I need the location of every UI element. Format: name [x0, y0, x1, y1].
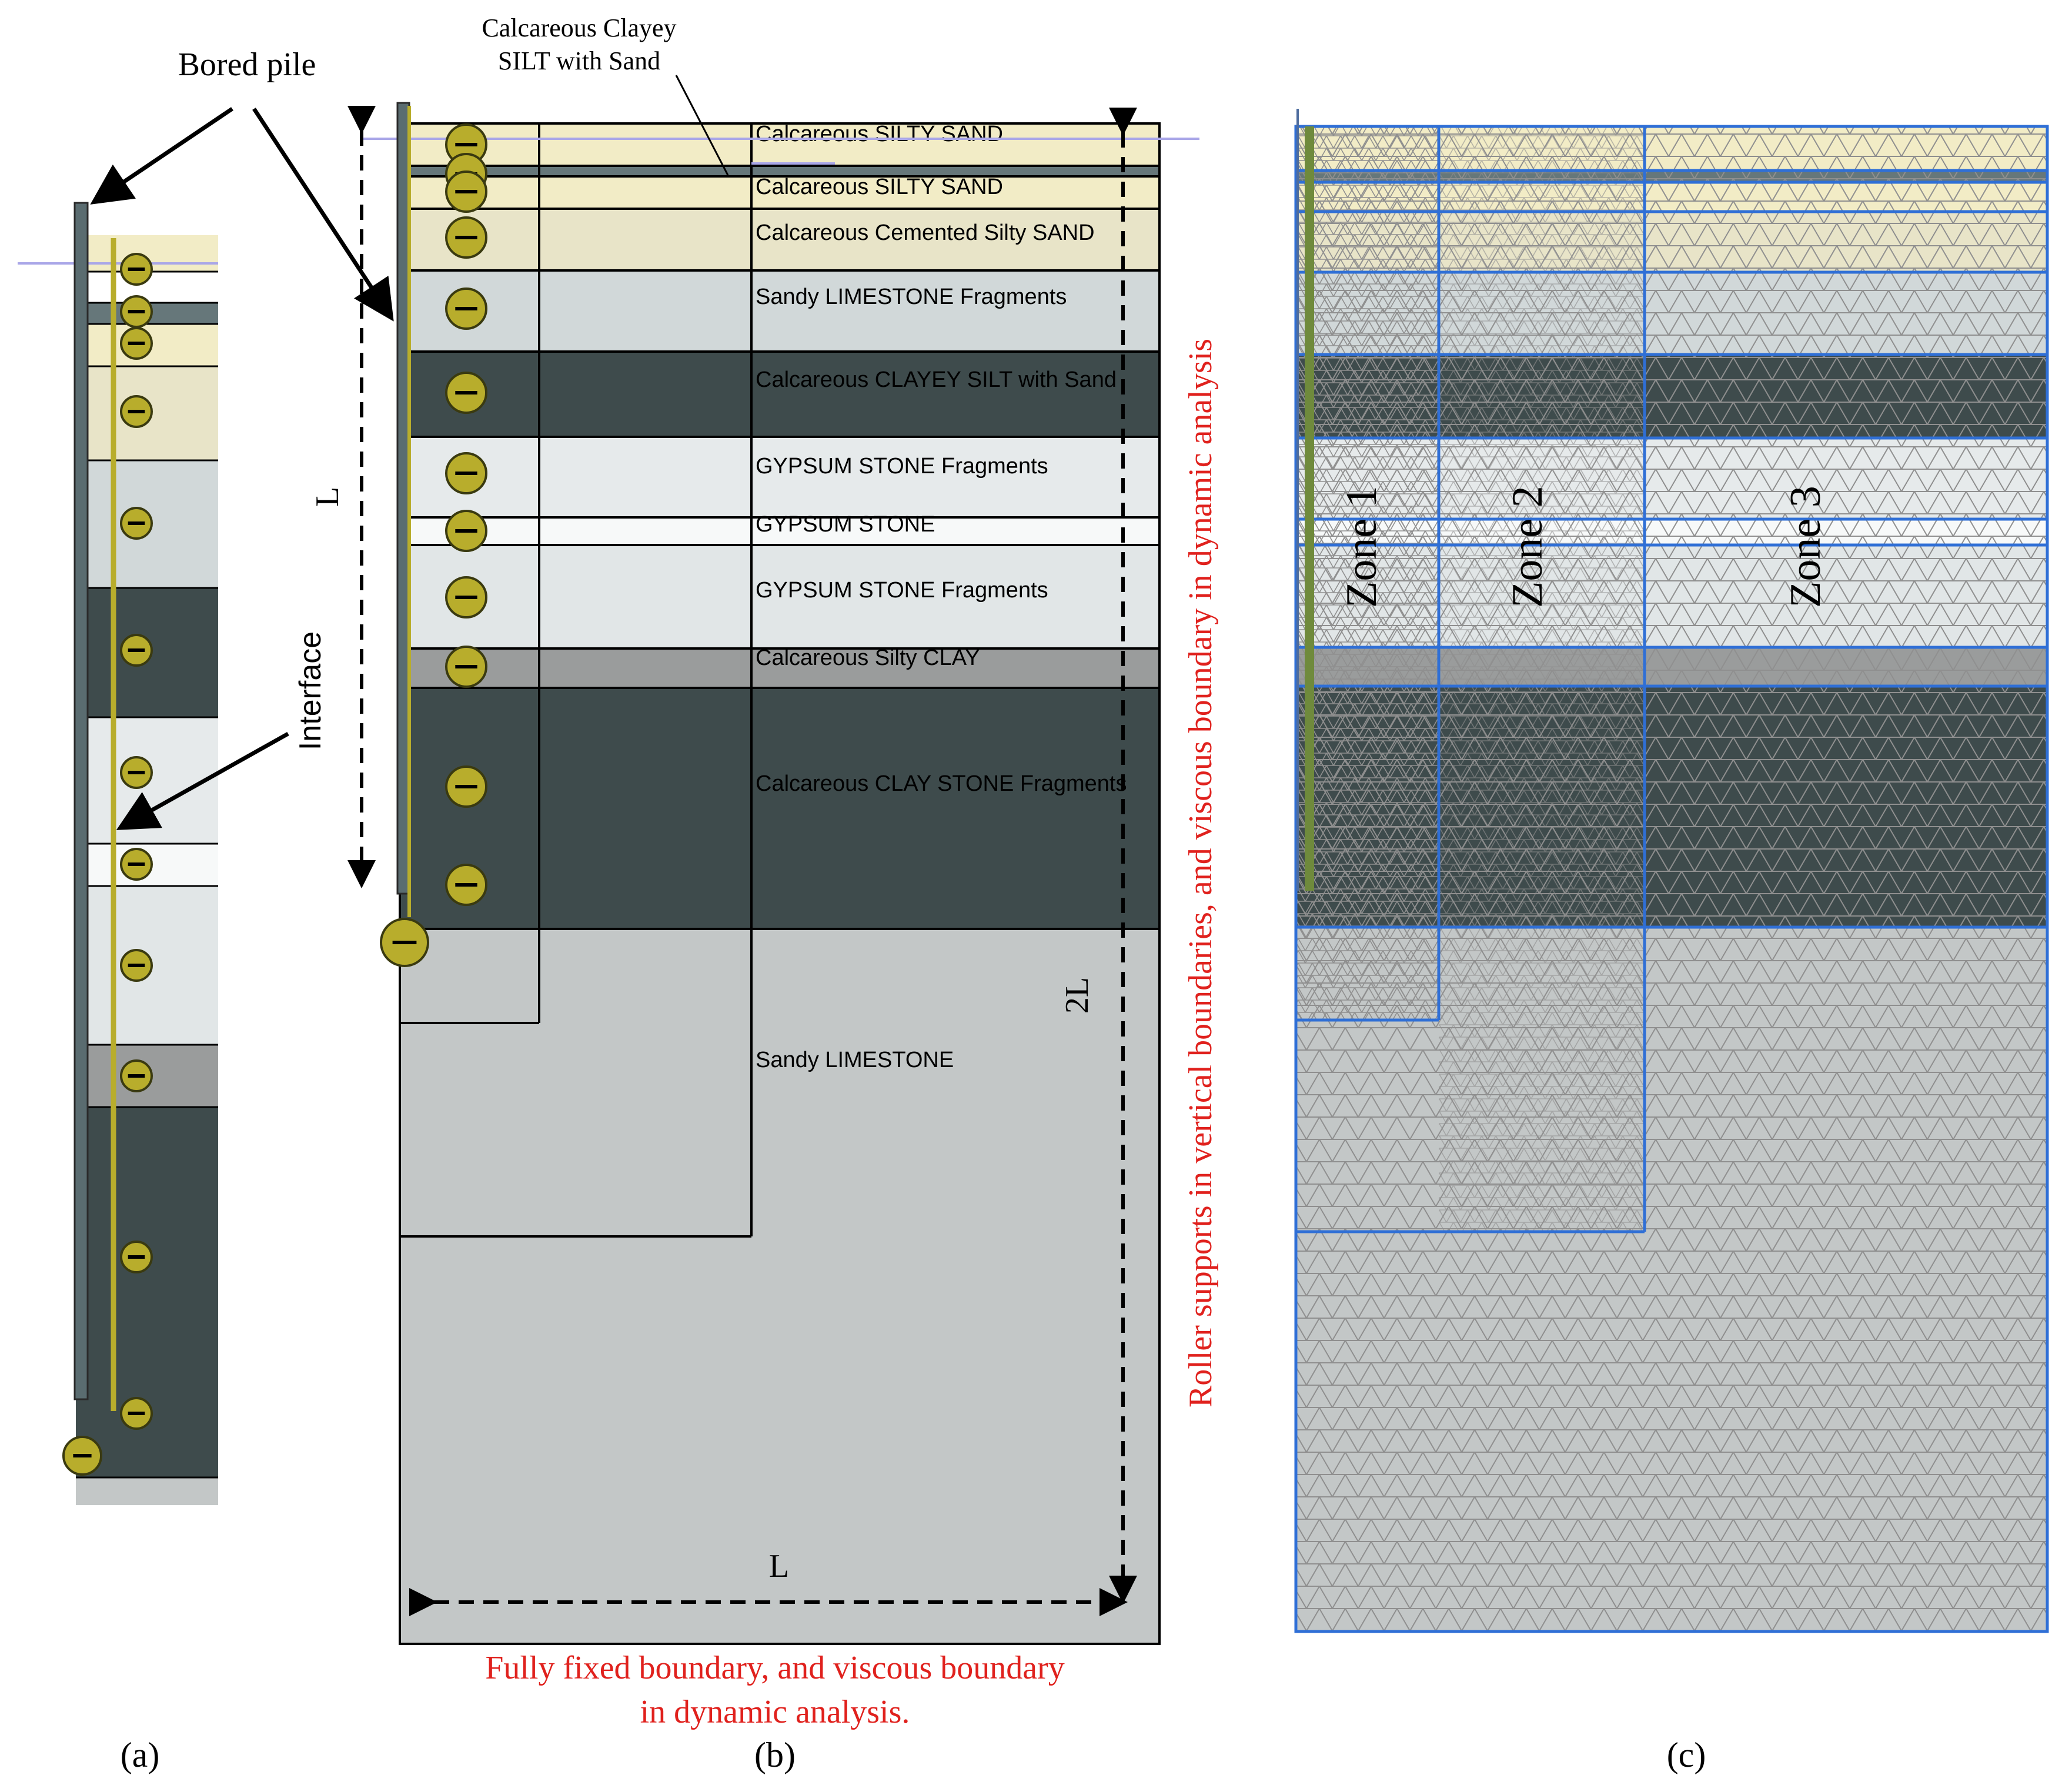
- layer-a-limestone: [76, 1477, 218, 1505]
- clayey-silt-note-line-1: Calcareous Clayey: [482, 14, 676, 42]
- bottom-boundary-note-line-2: in dynamic analysis.: [640, 1694, 910, 1730]
- panel-label-b: (b): [754, 1736, 796, 1774]
- anchors-a: [62, 253, 153, 1476]
- layer-b-label-2: Calcareous SILTY SAND: [756, 175, 1003, 199]
- mesh-overlay-zone-1: [1296, 126, 1439, 1020]
- layer-b-2: [399, 175, 1161, 210]
- refinement-boxes-b: [400, 123, 753, 1238]
- zone-3-label: Zone 3: [1782, 486, 1830, 608]
- layer-b-label-6: GYPSUM STONE Fragments: [756, 454, 1048, 479]
- bored-pile-a: [73, 202, 89, 1400]
- layer-b-10: [399, 687, 1161, 930]
- pile-length-label: L: [309, 487, 346, 507]
- panel-label-c: (c): [1667, 1736, 1706, 1774]
- layer-b-label-7: GYPSUM STONE: [756, 512, 935, 537]
- clayey-silt-note-line-2: SILT with Sand: [498, 46, 660, 75]
- panel-a-pile-closeup: [18, 202, 218, 1505]
- model-width-label: L: [769, 1548, 789, 1584]
- bored-pile-label: Bored pile: [178, 46, 316, 83]
- layer-b-label-11: Sandy LIMESTONE: [756, 1048, 954, 1072]
- layer-b-9: [399, 647, 1161, 689]
- mesh-overlay-zone-2: [1439, 126, 1645, 1232]
- layer-b-8: [399, 544, 1161, 650]
- bored-pile-arrow-a: [90, 107, 233, 205]
- zone-1-label: Zone 1: [1338, 486, 1386, 608]
- layer-b-label-3: Calcareous Cemented Silty SAND: [756, 220, 1095, 245]
- layer-b-11: [399, 928, 1161, 1645]
- layer-b-label-8: GYPSUM STONE Fragments: [756, 578, 1048, 603]
- layer-b-4: [399, 269, 1161, 353]
- bored-pile-c: [1305, 126, 1314, 891]
- anchors-b: [380, 123, 487, 967]
- layers-b: Calcareous SILTY SAND Calcareous SILTY SA…: [399, 122, 1161, 1645]
- layer-b-label-5: Calcareous CLAYEY SILT with Sand: [756, 367, 1117, 392]
- layer-b-label-10: Calcareous CLAY STONE Fragments: [756, 771, 1127, 796]
- zone-borders: [1294, 125, 2049, 1633]
- side-boundary-note: Roller supports in vertical boundaries, …: [1182, 339, 1219, 1407]
- layer-b-label-9: Calcareous Silty CLAY: [756, 646, 980, 670]
- layer-b-5: [399, 350, 1161, 438]
- layer-a-silty-sand-1: [76, 235, 218, 253]
- interface-arrow: [116, 731, 289, 830]
- panel-c-mesh: Zone 1 Zone 2 Zone 3: [1294, 109, 2049, 1633]
- layer-b-0: [399, 122, 1161, 167]
- interface-label: Interface: [293, 631, 327, 750]
- bottom-boundary-note-line-1: Fully fixed boundary, and viscous bounda…: [485, 1650, 1065, 1686]
- layer-b-label-4: Sandy LIMESTONE Fragments: [756, 285, 1067, 309]
- clayey-silt-note-leader: [675, 75, 729, 176]
- layer-b-label-0: Calcareous SILTY SAND: [756, 122, 1003, 146]
- model-depth-label: 2L: [1059, 977, 1095, 1014]
- panel-b-geometry: Calcareous SILTY SAND Calcareous SILTY SA…: [363, 102, 1199, 1645]
- panel-label-a: (a): [121, 1736, 160, 1774]
- zone-2-label: Zone 2: [1503, 486, 1552, 608]
